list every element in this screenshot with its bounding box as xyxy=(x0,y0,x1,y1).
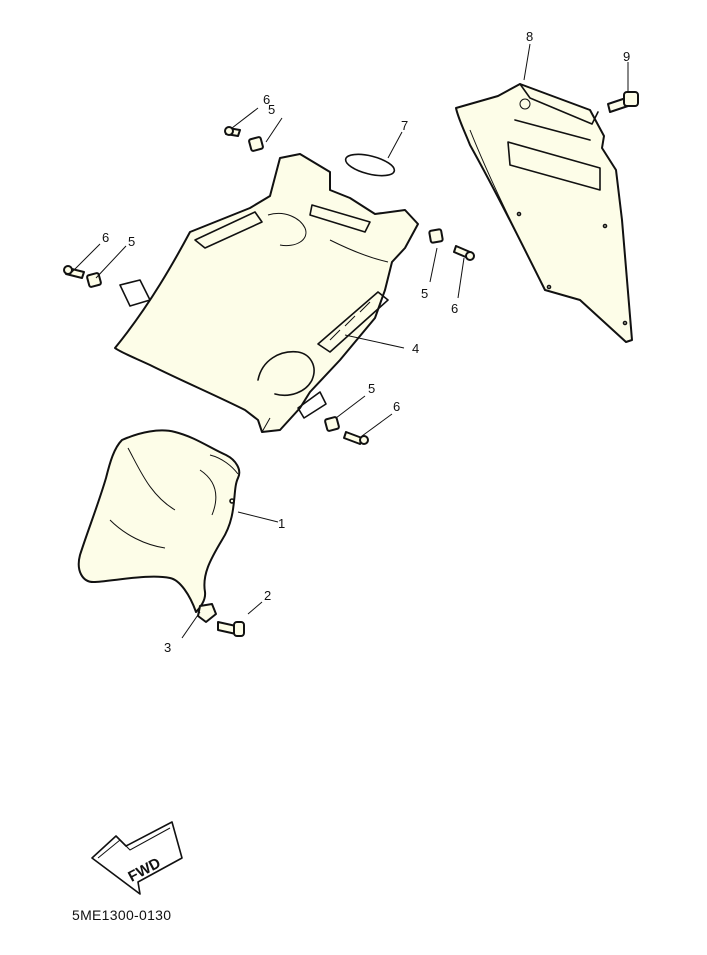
callout-1: 1 xyxy=(278,516,285,531)
hardware-top xyxy=(224,126,264,152)
callout-2: 2 xyxy=(264,588,271,603)
part-2-bolt xyxy=(217,621,245,637)
part-8-side-panel xyxy=(455,83,633,343)
callout-9: 9 xyxy=(623,49,630,64)
part-1-front-cowl xyxy=(77,429,241,613)
hardware-bottom xyxy=(324,416,369,445)
part-9-bolt xyxy=(607,91,639,113)
callout-5-left: 5 xyxy=(128,234,135,249)
leader-lines xyxy=(71,43,629,639)
callout-7: 7 xyxy=(401,118,408,133)
figure-code: 5ME1300-0130 xyxy=(72,907,172,923)
callouts: 1 2 3 4 5 5 5 5 6 6 6 6 7 8 9 xyxy=(102,29,630,655)
callout-5-top: 5 xyxy=(268,102,275,117)
callout-4: 4 xyxy=(412,341,419,356)
callout-8: 8 xyxy=(526,29,533,44)
callout-5-right: 5 xyxy=(421,286,428,301)
callout-6-right: 6 xyxy=(451,301,458,316)
hardware-left xyxy=(63,265,102,288)
callout-6-top: 6 xyxy=(263,92,270,107)
hardware-right xyxy=(428,228,475,261)
callout-6-left: 6 xyxy=(102,230,109,245)
callout-3: 3 xyxy=(164,640,171,655)
part-4-under-cover xyxy=(114,153,419,433)
part-7-grommet xyxy=(344,153,396,177)
part-3-washer-nut xyxy=(197,603,217,623)
callout-6-bottom: 6 xyxy=(393,399,400,414)
fwd-arrow: FWD xyxy=(91,821,183,895)
callout-5-bottom: 5 xyxy=(368,381,375,396)
